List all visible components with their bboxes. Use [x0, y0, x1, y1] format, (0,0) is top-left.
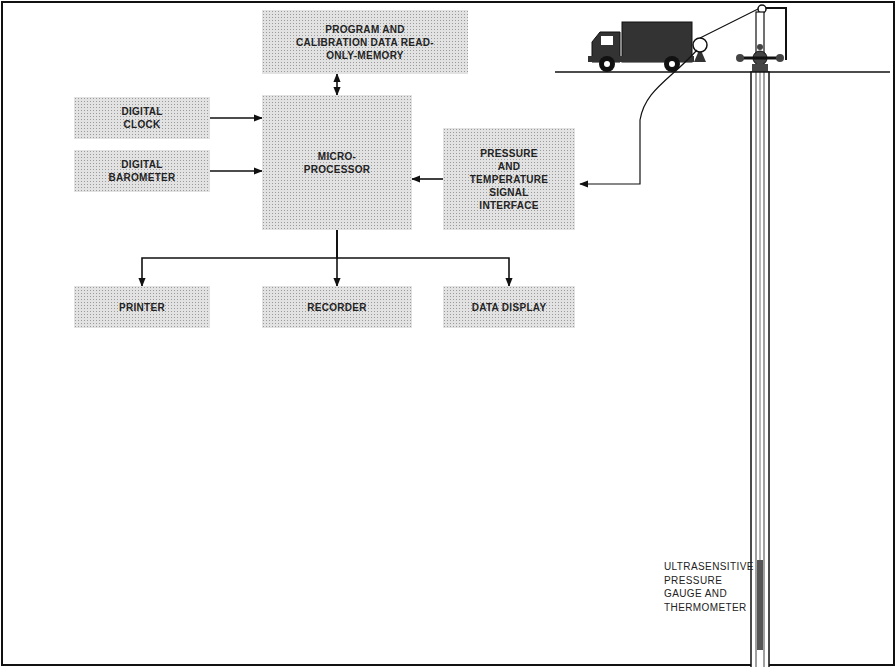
signal-arrow: [336, 74, 338, 95]
processor-box: MICRO- PROCESSOR: [262, 95, 412, 230]
signal-arrow: [412, 178, 443, 180]
callout-label: ULTRASENSITIVE PRESSURE GAUGE AND THERMO…: [664, 560, 754, 614]
box-label: RECORDER: [307, 301, 367, 314]
output-box: PRINTER: [74, 286, 210, 328]
box-label: DIGITAL CLOCK: [121, 105, 162, 131]
box-label: DIGITAL BAROMETER: [108, 158, 175, 184]
well-casing: [751, 72, 769, 667]
signal-arrow: [337, 230, 509, 286]
truck: [588, 22, 707, 72]
output-box: DATA DISPLAY: [443, 286, 575, 328]
wellhead: [736, 5, 786, 72]
signal-arrow: [142, 230, 337, 286]
signal-arrow: [210, 170, 262, 172]
signal-arrow: [210, 117, 262, 119]
gauge-tool: [757, 560, 763, 650]
clock-box: DIGITAL CLOCK: [74, 97, 210, 139]
wireline-cable: [700, 8, 760, 38]
box-label: PRESSURE AND TEMPERATURE SIGNAL INTERFAC…: [470, 147, 549, 212]
box-label: DATA DISPLAY: [472, 301, 547, 314]
interface-box: PRESSURE AND TEMPERATURE SIGNAL INTERFAC…: [443, 128, 575, 230]
box-label: PRINTER: [119, 301, 165, 314]
memory-box: PROGRAM AND CALIBRATION DATA READ-ONLY-M…: [262, 10, 468, 74]
box-label: MICRO- PROCESSOR: [297, 150, 377, 176]
box-label: PROGRAM AND CALIBRATION DATA READ-ONLY-M…: [290, 23, 440, 62]
signal-cable: [580, 50, 697, 184]
barometer-box: DIGITAL BAROMETER: [74, 150, 210, 192]
output-box: RECORDER: [262, 286, 412, 328]
